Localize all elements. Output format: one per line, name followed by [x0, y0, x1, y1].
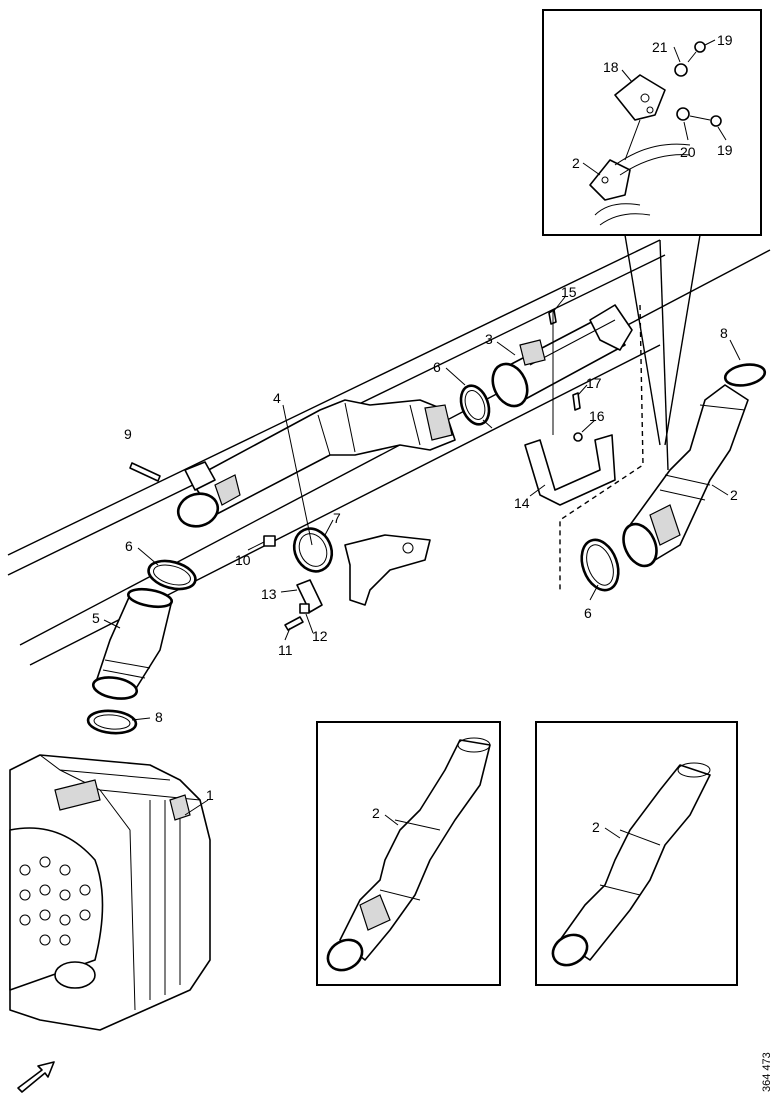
label-18: 18 [603, 59, 619, 75]
clamp-8-lower [86, 709, 138, 735]
label-2-main: 2 [730, 487, 738, 503]
pipe-5 [91, 587, 174, 700]
label-8-lower: 8 [155, 709, 163, 725]
label-17: 17 [586, 375, 602, 391]
silencer-unit-1 [9, 754, 211, 1031]
clamp-7 [292, 527, 334, 573]
forward-arrow-icon [17, 1061, 55, 1093]
label-2-inset: 2 [572, 155, 580, 171]
label-6-lower: 6 [584, 605, 592, 621]
label-1: 1 [206, 787, 214, 803]
nut-10 [263, 535, 276, 547]
bracket-14 [524, 434, 616, 506]
label-6-upper: 6 [433, 359, 441, 375]
label-15: 15 [561, 284, 577, 300]
inset-fasteners [674, 41, 722, 127]
document-number: 364 473 [761, 1052, 773, 1092]
leader-lines [103, 296, 741, 839]
inset-bracket-18 [614, 74, 666, 161]
inset-leader-lines [582, 39, 727, 176]
label-7: 7 [333, 510, 341, 526]
pipe-4 [176, 399, 456, 528]
inset-detail-box [542, 9, 762, 446]
label-3: 3 [485, 331, 493, 347]
label-16: 16 [589, 408, 605, 424]
label-2-alt-right: 2 [592, 819, 600, 835]
dashed-assembly-outline [559, 304, 644, 590]
label-8-right: 8 [720, 325, 728, 341]
clamp-6-lower [580, 538, 620, 592]
label-11: 11 [278, 642, 293, 658]
bolt-9 [129, 462, 161, 482]
inset-pipe-end [589, 143, 691, 226]
label-21: 21 [652, 39, 668, 55]
label-10: 10 [235, 552, 251, 568]
label-14: 14 [514, 495, 530, 511]
label-13: 13 [261, 586, 277, 602]
label-4: 4 [273, 390, 281, 406]
chassis-frame-rails [7, 239, 771, 666]
alt-pipe-2-box-left [316, 721, 501, 986]
alt-pipe-2-box-right [535, 721, 738, 986]
pipe-3 [491, 304, 633, 408]
label-19-bottom: 19 [717, 142, 733, 158]
label-19-top: 19 [717, 32, 733, 48]
silencer-perforations [19, 856, 91, 946]
bolt-11 [284, 616, 304, 631]
support-bracket [344, 534, 431, 606]
pipe-2-main [622, 363, 767, 568]
label-12: 12 [312, 628, 328, 644]
label-6-left: 6 [125, 538, 133, 554]
nut-12 [299, 603, 310, 614]
label-2-alt-left: 2 [372, 805, 380, 821]
nut-16 [573, 432, 583, 442]
clamp-6-upper [459, 384, 493, 429]
label-20: 20 [680, 144, 696, 160]
bracket-13 [296, 579, 323, 613]
label-5: 5 [92, 610, 100, 626]
label-9: 9 [124, 426, 132, 442]
part-labels: 1 2 2 2 2 3 4 5 6 6 6 7 8 8 8 9 10 11 12… [92, 32, 738, 835]
clamp-8-upper [147, 559, 197, 591]
screw-17 [572, 392, 581, 411]
